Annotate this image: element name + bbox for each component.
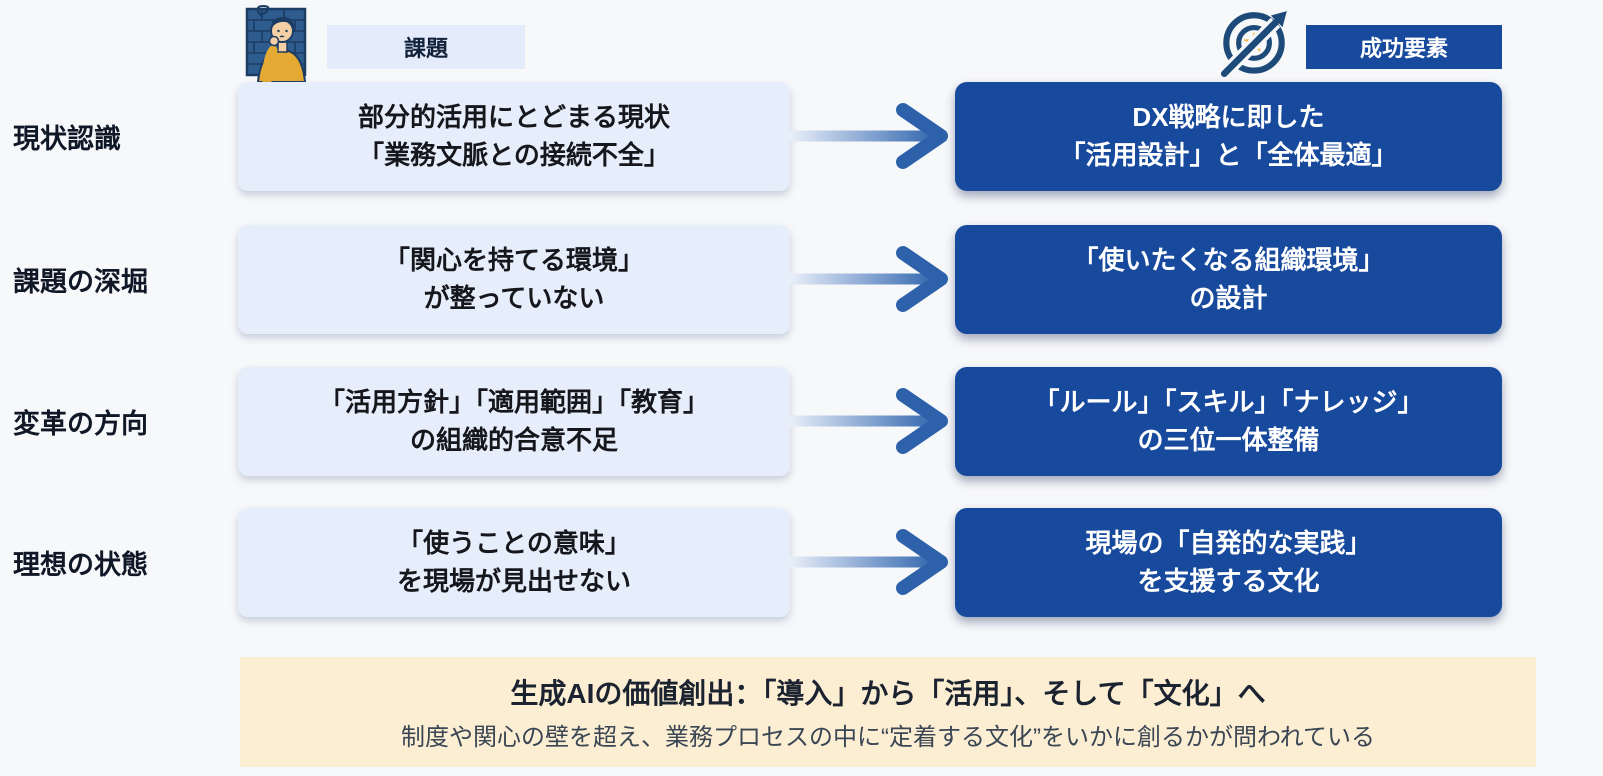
right-arrow-icon xyxy=(790,103,948,169)
success-header-chip: 成功要素 xyxy=(1306,25,1502,69)
issue-box: 部分的活用にとどまる現状 「業務文脈との接続不全」 xyxy=(238,82,790,191)
issues-header-chip: 課題 xyxy=(327,25,525,69)
target-growth-arrow-icon xyxy=(1212,6,1294,86)
success-box: 「ルール」「スキル」「ナレッジ」 の三位一体整備 xyxy=(955,367,1502,476)
summary-body: 制度や関心の壁を超え、業務プロセスの中に“定着する文化”をいかに創るかが問われて… xyxy=(400,724,1376,751)
right-arrow-icon xyxy=(790,388,948,454)
row-deep-dive: 課題の深堀 「関心を持てる環境」 が整っていない 「使いたくなる組織環境」 の設… xyxy=(0,225,1603,334)
row-current-state: 現状認識 部分的活用にとどまる現状 「業務文脈との接続不全」 DX戦略に即した … xyxy=(0,82,1603,191)
success-box: DX戦略に即した 「活用設計」と「全体最適」 xyxy=(955,82,1502,191)
success-box: 現場の「自発的な実践」 を支援する文化 xyxy=(955,508,1502,617)
row-label: 現状認識 xyxy=(13,124,121,154)
row-label: 理想の状態 xyxy=(13,550,148,580)
summary-title: 生成AIの価値創出：「導入」から「活用」、そして「文化」へ xyxy=(510,678,1266,709)
row-label: 課題の深堀 xyxy=(13,267,148,297)
worried-person-icon xyxy=(240,4,312,87)
success-box: 「使いたくなる組織環境」 の設計 xyxy=(955,225,1502,334)
issues-header-label: 課題 xyxy=(403,36,448,61)
row-label: 変革の方向 xyxy=(13,409,148,439)
row-direction-of-change: 変革の方向 「活用方針」「適用範囲」「教育」 の組織的合意不足 「ルール」「スキ… xyxy=(0,367,1603,476)
issue-box: 「使うことの意味」 を現場が見出せない xyxy=(238,508,790,617)
issue-box: 「関心を持てる環境」 が整っていない xyxy=(238,225,790,334)
row-ideal-state: 理想の状態 「使うことの意味」 を現場が見出せない 現場の「自発的な実践」 を支… xyxy=(0,508,1603,617)
right-arrow-icon xyxy=(790,246,948,312)
issue-box: 「活用方針」「適用範囲」「教育」 の組織的合意不足 xyxy=(238,367,790,476)
summary-banner: 生成AIの価値創出：「導入」から「活用」、そして「文化」へ 制度や関心の壁を超え… xyxy=(240,657,1536,767)
success-header-label: 成功要素 xyxy=(1359,36,1448,61)
right-arrow-icon xyxy=(790,529,948,595)
